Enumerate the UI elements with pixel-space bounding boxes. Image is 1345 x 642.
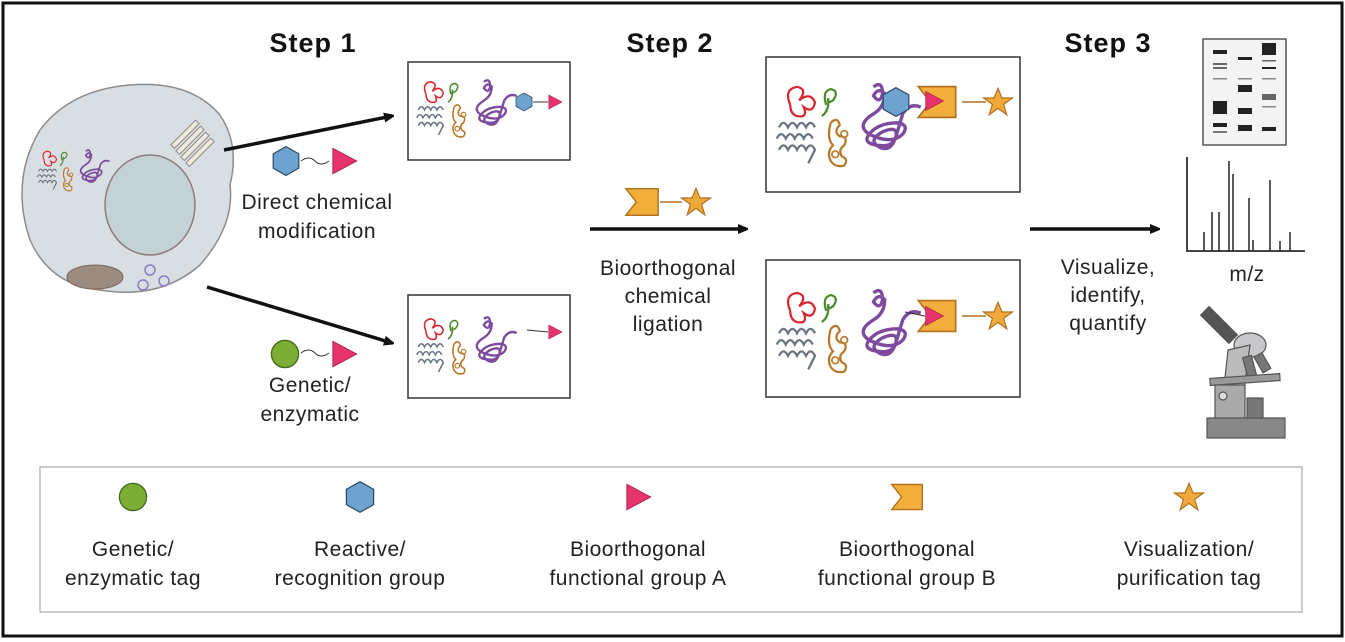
- svg-text:functional group A: functional group A: [549, 567, 726, 590]
- direct-probe: [272, 146, 358, 176]
- svg-text:Reactive/: Reactive/: [314, 538, 406, 561]
- mass-spectrum-axis-label: m/z: [1229, 263, 1264, 286]
- step-1-title: Step 1: [269, 28, 356, 58]
- legend-item-group-a: Bioorthogonal functional group A: [549, 483, 726, 590]
- svg-text:Bioorthogonal: Bioorthogonal: [839, 538, 975, 561]
- svg-text:functional group B: functional group B: [818, 567, 996, 590]
- step-3-title: Step 3: [1064, 28, 1151, 58]
- genetic-probe: [270, 339, 358, 369]
- nucleus: [104, 154, 196, 256]
- step-2-title: Step 2: [626, 28, 713, 58]
- legend-item-group-b: Bioorthogonal functional group B: [818, 483, 996, 590]
- labeled-proteome-genetic: [407, 294, 571, 399]
- legend-item-genetic-tag: Genetic/ enzymatic tag: [65, 482, 201, 590]
- analysis-label-1: Visualize,: [1061, 256, 1156, 279]
- legend-item-reactive-group: Reactive/ recognition group: [275, 481, 446, 590]
- circle-icon: [270, 339, 300, 369]
- genetic-label-1: Genetic/: [269, 374, 351, 397]
- svg-text:Bioorthogonal: Bioorthogonal: [570, 538, 706, 561]
- ligation-reagent: [625, 187, 712, 217]
- microscope-icon: [1199, 305, 1286, 439]
- mitochondrion: [66, 264, 124, 290]
- labeled-proteome-direct: [407, 61, 571, 161]
- direct-label-2: modification: [258, 220, 376, 243]
- ligation-label-2: chemical: [625, 285, 712, 308]
- ligation-label-3: ligation: [633, 313, 704, 336]
- svg-text:enzymatic tag: enzymatic tag: [65, 567, 201, 590]
- genetic-label-2: enzymatic: [260, 403, 359, 426]
- svg-text:purification tag: purification tag: [1117, 567, 1262, 590]
- cell-illustration: [21, 83, 235, 293]
- green-circle-icon: [118, 482, 148, 512]
- legend-item-tag: Visualization/ purification tag: [1117, 482, 1262, 590]
- arrow-to-direct: [223, 116, 392, 152]
- ligated-proteome-genetic: [765, 259, 1021, 398]
- analysis-label-2: identify,: [1070, 284, 1145, 307]
- analysis-label-3: quantify: [1069, 312, 1147, 335]
- arrow-to-genetic: [206, 285, 392, 343]
- svg-text:Visualization/: Visualization/: [1124, 538, 1254, 561]
- legend-box: [39, 466, 1303, 613]
- ligated-proteome-direct: [765, 56, 1021, 193]
- svg-text:Genetic/: Genetic/: [92, 538, 174, 561]
- gel-image: [1202, 38, 1287, 146]
- ligation-label-1: Bioorthogonal: [600, 257, 736, 280]
- svg-text:recognition group: recognition group: [275, 567, 446, 590]
- membrane-receptor: [170, 119, 215, 168]
- mass-spectrum: [1186, 157, 1305, 252]
- direct-label-1: Direct chemical: [241, 191, 392, 214]
